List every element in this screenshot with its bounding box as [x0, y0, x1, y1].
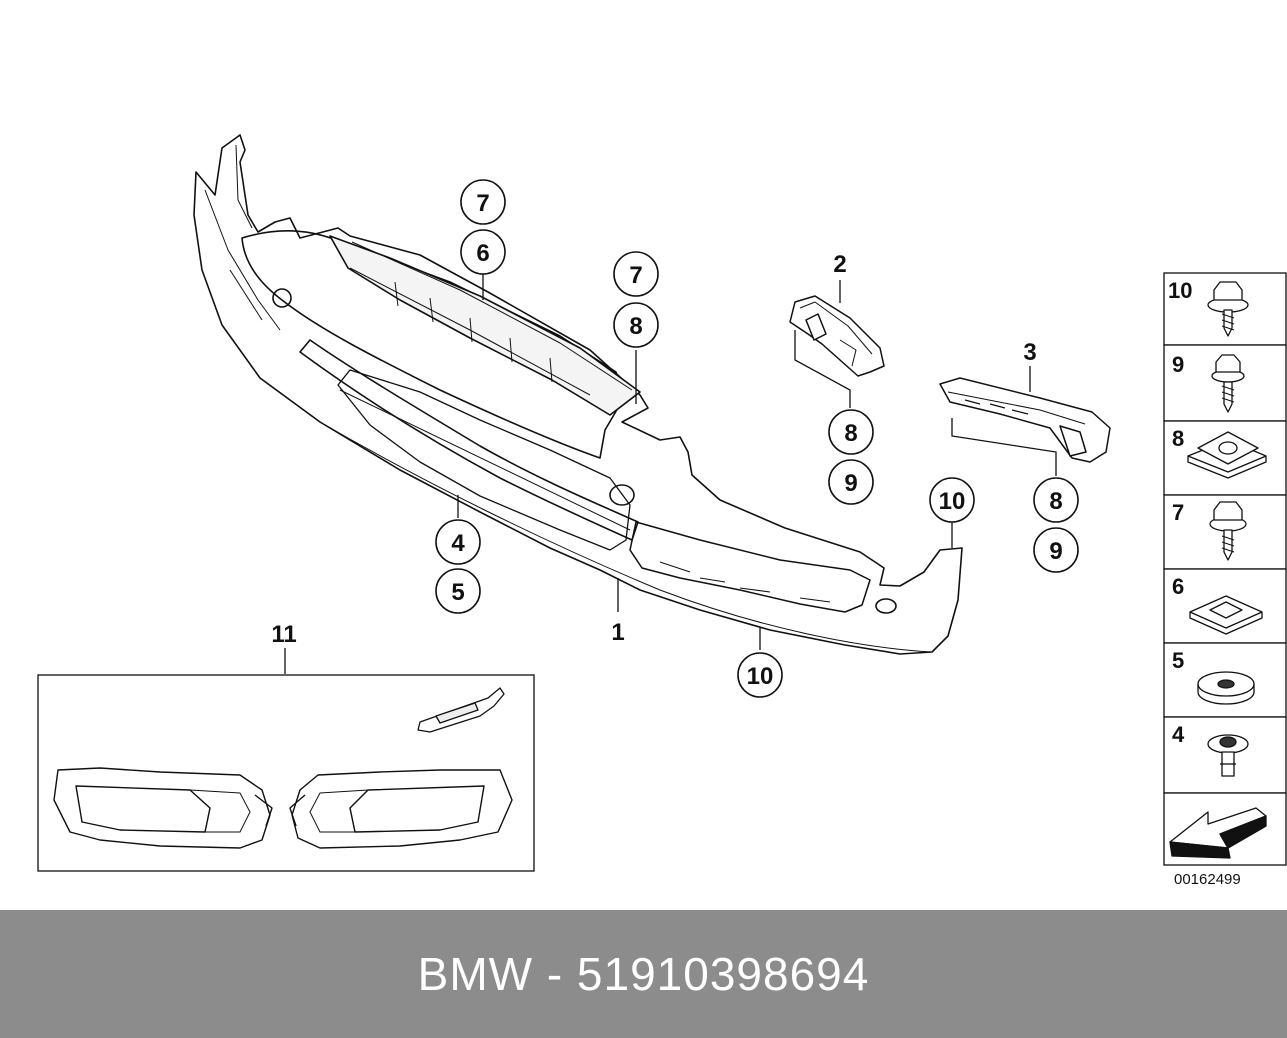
footer-bar: BMW - 51910398694: [0, 910, 1287, 1038]
svg-text:7: 7: [629, 262, 642, 289]
direction-arrow-icon: [1169, 807, 1267, 859]
callout-10b: 10: [737, 652, 783, 698]
svg-text:8: 8: [1049, 488, 1062, 515]
svg-text:1: 1: [611, 619, 624, 646]
inset-grille-right: [289, 769, 513, 849]
svg-text:11: 11: [271, 621, 296, 648]
legend-label-10: 10: [1168, 278, 1192, 303]
svg-text:7: 7: [476, 190, 489, 217]
screw-icon: [1211, 354, 1245, 413]
hex-bolt-icon: [1207, 281, 1249, 337]
callout-8c: 8: [1033, 477, 1079, 523]
legend-label-8: 8: [1172, 426, 1184, 451]
svg-text:4: 4: [451, 530, 465, 557]
svg-text:8: 8: [844, 420, 857, 447]
callout-6: 6: [460, 229, 506, 275]
svg-text:2: 2: [833, 251, 846, 278]
svg-text:10: 10: [939, 488, 966, 515]
square-nut-icon: [1189, 595, 1263, 635]
hex-bolt-icon: [1209, 501, 1247, 561]
callout-4: 4: [435, 519, 481, 565]
svg-text:8: 8: [629, 313, 642, 340]
fastener-legend: 10 9 8 7 6 5 4: [1163, 272, 1287, 888]
callout-7b: 7: [613, 251, 659, 297]
callout-1: 1: [611, 619, 624, 646]
legend-label-7: 7: [1172, 500, 1184, 525]
callout-9a: 9: [828, 459, 874, 505]
svg-text:10: 10: [747, 663, 774, 690]
callout-11: 11: [271, 621, 296, 648]
legend-label-5: 5: [1172, 648, 1184, 673]
svg-text:3: 3: [1023, 339, 1036, 366]
svg-text:5: 5: [451, 579, 464, 606]
leader-lines: [284, 269, 1057, 674]
callout-7a: 7: [460, 179, 506, 225]
inset-grille-left: [53, 767, 273, 849]
part-number-caption: BMW - 51910398694: [417, 948, 870, 1000]
bracket-part-2: [789, 295, 885, 377]
legend-label-9: 9: [1172, 352, 1184, 377]
callout-10a: 10: [929, 477, 975, 523]
callout-9b: 9: [1033, 527, 1079, 573]
bumper-panel: [193, 134, 963, 655]
callout-8b: 8: [828, 409, 874, 455]
inset-clip: [417, 687, 505, 733]
washer-icon: [1197, 671, 1255, 705]
legend-label-4: 4: [1172, 722, 1185, 747]
callout-3: 3: [1023, 339, 1036, 366]
callout-5: 5: [435, 568, 481, 614]
parts-diagram: 7 6 7 8 2 8 9 3 8 9 10 4 5: [37, 134, 1287, 888]
clip-nut-icon: [1187, 431, 1267, 479]
svg-text:9: 9: [1049, 538, 1062, 565]
reference-code: 00162499: [1174, 871, 1241, 888]
bracket-part-3: [939, 377, 1111, 463]
rivet-icon: [1207, 734, 1249, 777]
inset-box-part-11: [37, 674, 535, 872]
svg-text:9: 9: [844, 470, 857, 497]
svg-text:6: 6: [476, 240, 489, 267]
legend-label-6: 6: [1172, 574, 1184, 599]
callout-8a: 8: [613, 302, 659, 348]
callout-2: 2: [833, 251, 846, 278]
